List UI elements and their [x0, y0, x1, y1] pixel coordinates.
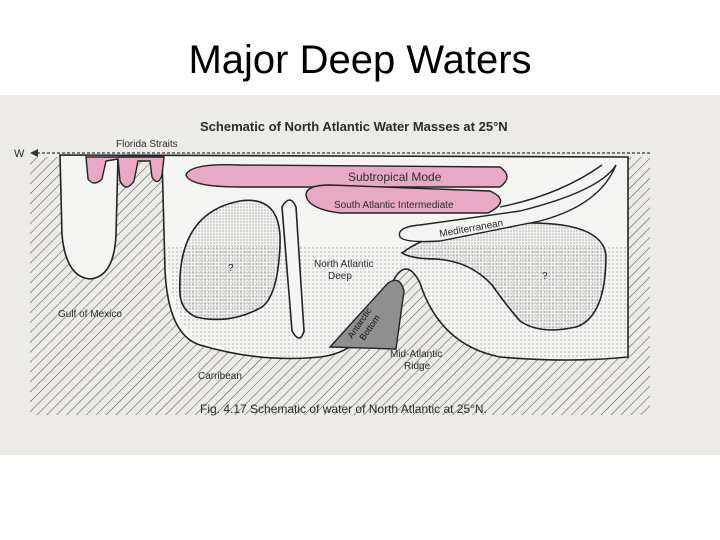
direction-label: W: [14, 148, 25, 160]
water-masses-diagram: Schematic of North Atlantic Water Masses…: [0, 95, 720, 455]
figure-title: Schematic of North Atlantic Water Masses…: [200, 119, 508, 134]
slide-title: Major Deep Waters: [188, 38, 532, 82]
mid-atlantic-label-line1: Mid-Atlantic: [390, 349, 442, 360]
mediterranean-upper-line: [499, 164, 603, 208]
north-atlantic-deep-label-line2: Deep: [328, 271, 352, 282]
figure-caption: Fig. 4.17 Schematic of water of North At…: [200, 402, 487, 416]
subtropical-mode-label: Subtropical Mode: [348, 170, 442, 184]
question-right-label: ?: [542, 271, 548, 282]
water-masses-figure: Schematic of North Atlantic Water Masses…: [0, 95, 720, 455]
north-atlantic-deep-label-line1: North Atlantic: [314, 259, 373, 270]
south-atlantic-intermediate-label: South Atlantic Intermediate: [334, 200, 454, 211]
antarctic-bottom-water: [328, 279, 405, 350]
central-tongue: [281, 199, 305, 339]
gulf-of-mexico-label: Gulf of Mexico: [58, 309, 122, 320]
left-deep-lens: [179, 199, 281, 321]
south-atlantic-intermediate-water: [305, 184, 502, 214]
florida-straits-label: Florida Straits: [116, 139, 178, 150]
mediterranean-water: [398, 164, 617, 243]
carribean-label: Carribean: [198, 371, 242, 382]
west-arrow-icon: [30, 149, 38, 157]
florida-straits-water: [85, 156, 165, 188]
question-left-label: ?: [228, 263, 234, 274]
subtropical-mode-water: [185, 164, 508, 188]
mid-atlantic-label-line2: Ridge: [404, 361, 431, 372]
